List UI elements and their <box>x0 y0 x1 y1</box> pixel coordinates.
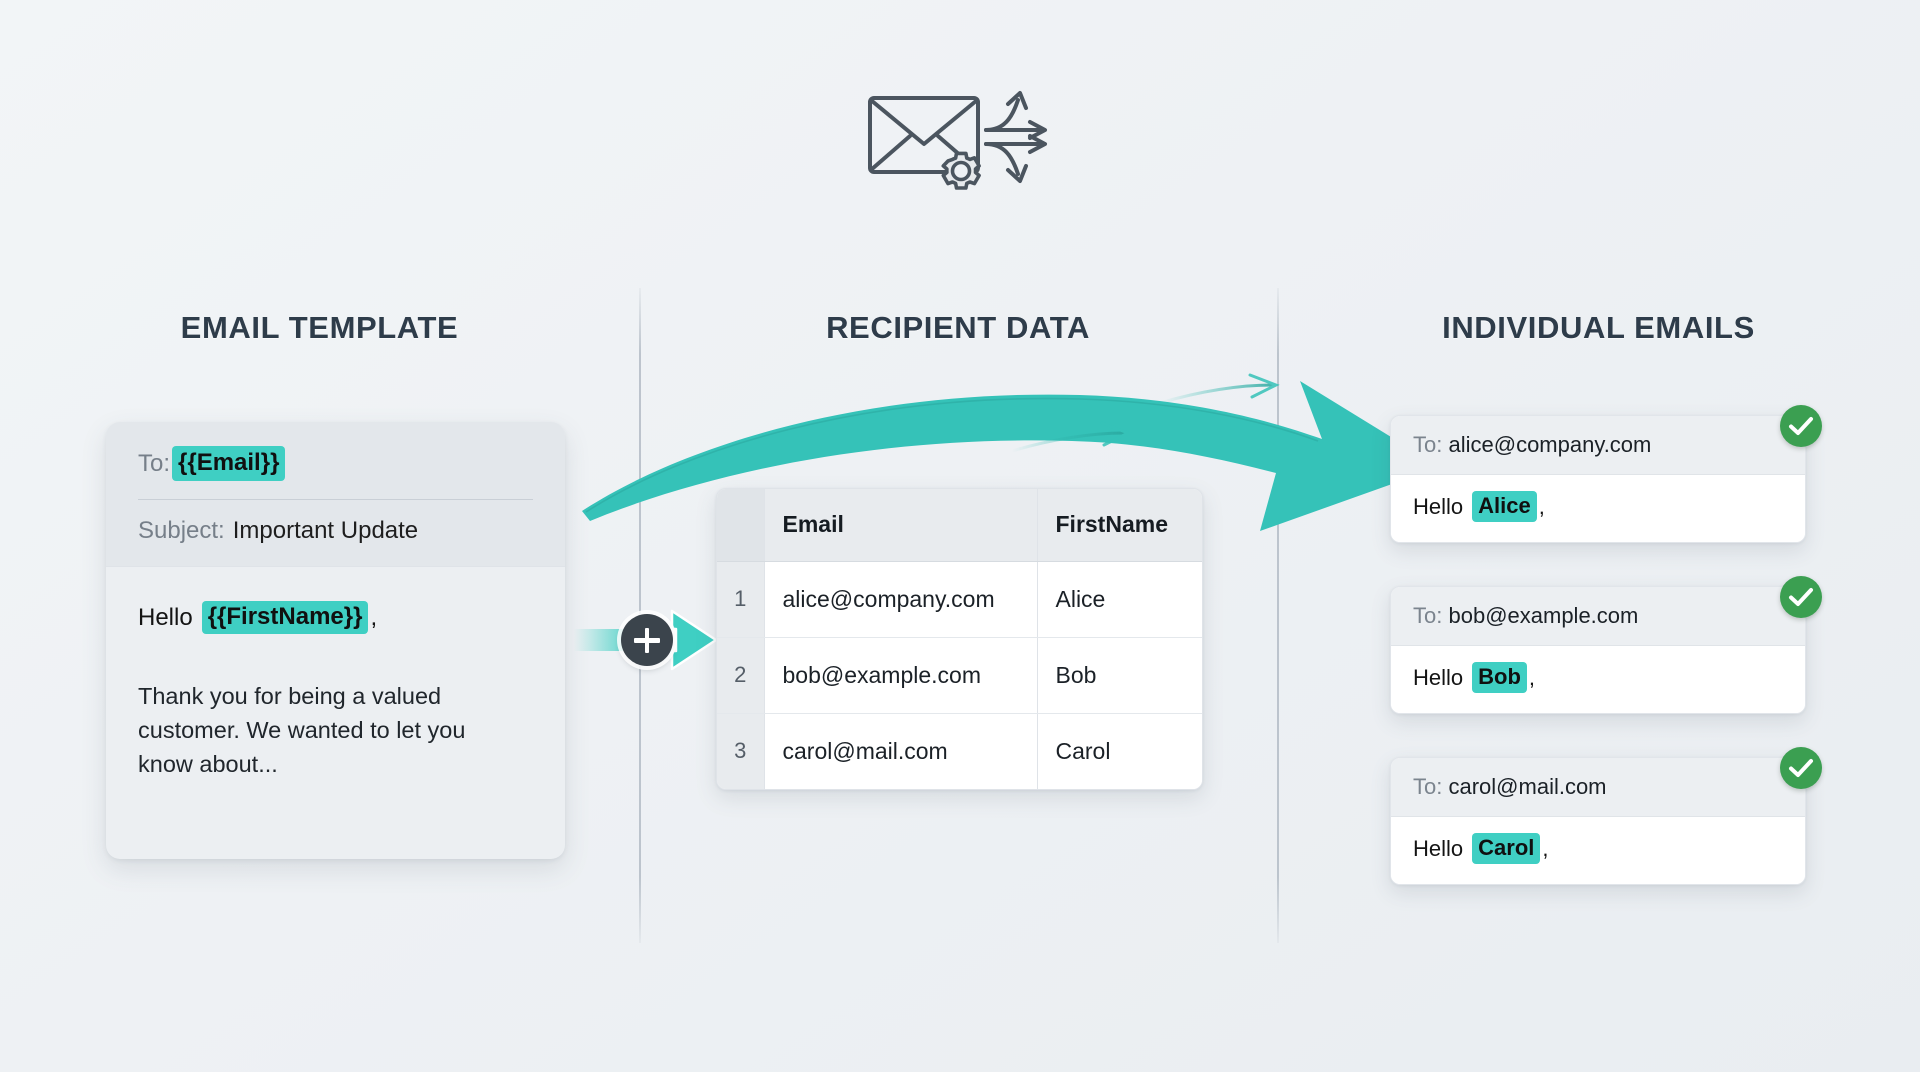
cell-email: bob@example.com <box>764 637 1038 714</box>
email-greeting-comma: , <box>1538 493 1545 519</box>
column-divider-right <box>1277 288 1279 943</box>
email-to-label: To: <box>1413 603 1443 628</box>
cell-email: alice@company.com <box>764 561 1038 638</box>
mail-merge-hero-icon <box>858 78 1058 198</box>
plus-icon[interactable] <box>621 614 673 666</box>
email-to-row: To: alice@company.com <box>1391 416 1805 475</box>
template-to-label: To: <box>138 449 171 477</box>
template-subject-row: Subject: Important Update <box>138 516 533 546</box>
email-to-label: To: <box>1413 432 1443 457</box>
email-to-label: To: <box>1413 774 1443 799</box>
template-to-row: To: {{Email}} <box>138 446 533 481</box>
email-merged-name: Alice <box>1472 491 1537 522</box>
table-row[interactable]: 3 carol@mail.com Carol <box>717 713 1202 789</box>
cell-firstname: Bob <box>1037 637 1202 714</box>
row-index: 2 <box>717 637 765 714</box>
email-merged-name: Bob <box>1472 662 1527 693</box>
recipient-data-table[interactable]: Email FirstName 1 alice@company.com Alic… <box>716 488 1203 790</box>
table-header-index <box>717 489 765 562</box>
row-index: 3 <box>717 713 765 789</box>
email-to-value: alice@company.com <box>1448 432 1652 457</box>
column-title-email-template: EMAIL TEMPLATE <box>180 310 459 345</box>
email-to-row: To: carol@mail.com <box>1391 758 1805 817</box>
template-paragraph: Thank you for being a valued customer. W… <box>138 683 466 777</box>
check-circle-icon <box>1780 576 1822 618</box>
template-greeting: Hello {{FirstName}} , <box>138 601 533 634</box>
email-body: Hello Alice , <box>1391 475 1805 542</box>
email-greeting-prefix: Hello <box>1413 664 1464 690</box>
template-subject-value: Important Update <box>232 517 419 544</box>
email-body: Hello Carol , <box>1391 817 1805 884</box>
individual-email-card[interactable]: To: carol@mail.com Hello Carol , <box>1390 757 1806 885</box>
individual-email-card[interactable]: To: bob@example.com Hello Bob , <box>1390 586 1806 714</box>
table-row[interactable]: 1 alice@company.com Alice <box>717 561 1202 638</box>
template-greeting-prefix: Hello <box>138 603 193 631</box>
row-index: 1 <box>717 561 765 638</box>
template-to-token: {{Email}} <box>172 446 286 481</box>
table-header-email: Email <box>764 489 1038 562</box>
email-greeting-prefix: Hello <box>1413 493 1464 519</box>
template-header: To: {{Email}} Subject: Important Update <box>106 422 565 566</box>
template-body: Hello {{FirstName}} , Thank you for bein… <box>106 566 565 812</box>
template-greeting-comma: , <box>370 603 378 631</box>
cell-email: carol@mail.com <box>764 713 1038 789</box>
email-merged-name: Carol <box>1472 833 1541 864</box>
individual-email-card[interactable]: To: alice@company.com Hello Alice , <box>1390 415 1806 543</box>
check-circle-icon <box>1780 747 1822 789</box>
cell-firstname: Carol <box>1037 713 1202 789</box>
cell-firstname: Alice <box>1037 561 1202 638</box>
column-title-individual-emails: INDIVIDUAL EMAILS <box>1442 310 1755 345</box>
email-greeting-comma: , <box>1542 835 1549 861</box>
merge-arrow-icon <box>670 609 718 671</box>
table-header-firstname: FirstName <box>1037 489 1202 562</box>
template-subject-label: Subject: <box>138 517 225 544</box>
email-to-row: To: bob@example.com <box>1391 587 1805 646</box>
merge-connector <box>574 603 718 677</box>
table-row[interactable]: 2 bob@example.com Bob <box>717 637 1202 714</box>
email-template-card[interactable]: To: {{Email}} Subject: Important Update … <box>106 422 565 859</box>
template-divider <box>138 499 533 500</box>
email-to-value: bob@example.com <box>1448 603 1639 628</box>
email-greeting-prefix: Hello <box>1413 835 1464 861</box>
table-header-row: Email FirstName <box>717 489 1202 562</box>
email-to-value: carol@mail.com <box>1448 774 1607 799</box>
template-firstname-token: {{FirstName}} <box>201 601 369 634</box>
column-title-recipient-data: RECIPIENT DATA <box>826 310 1090 345</box>
email-greeting-comma: , <box>1528 664 1536 690</box>
check-circle-icon <box>1780 405 1822 447</box>
email-body: Hello Bob , <box>1391 646 1805 713</box>
